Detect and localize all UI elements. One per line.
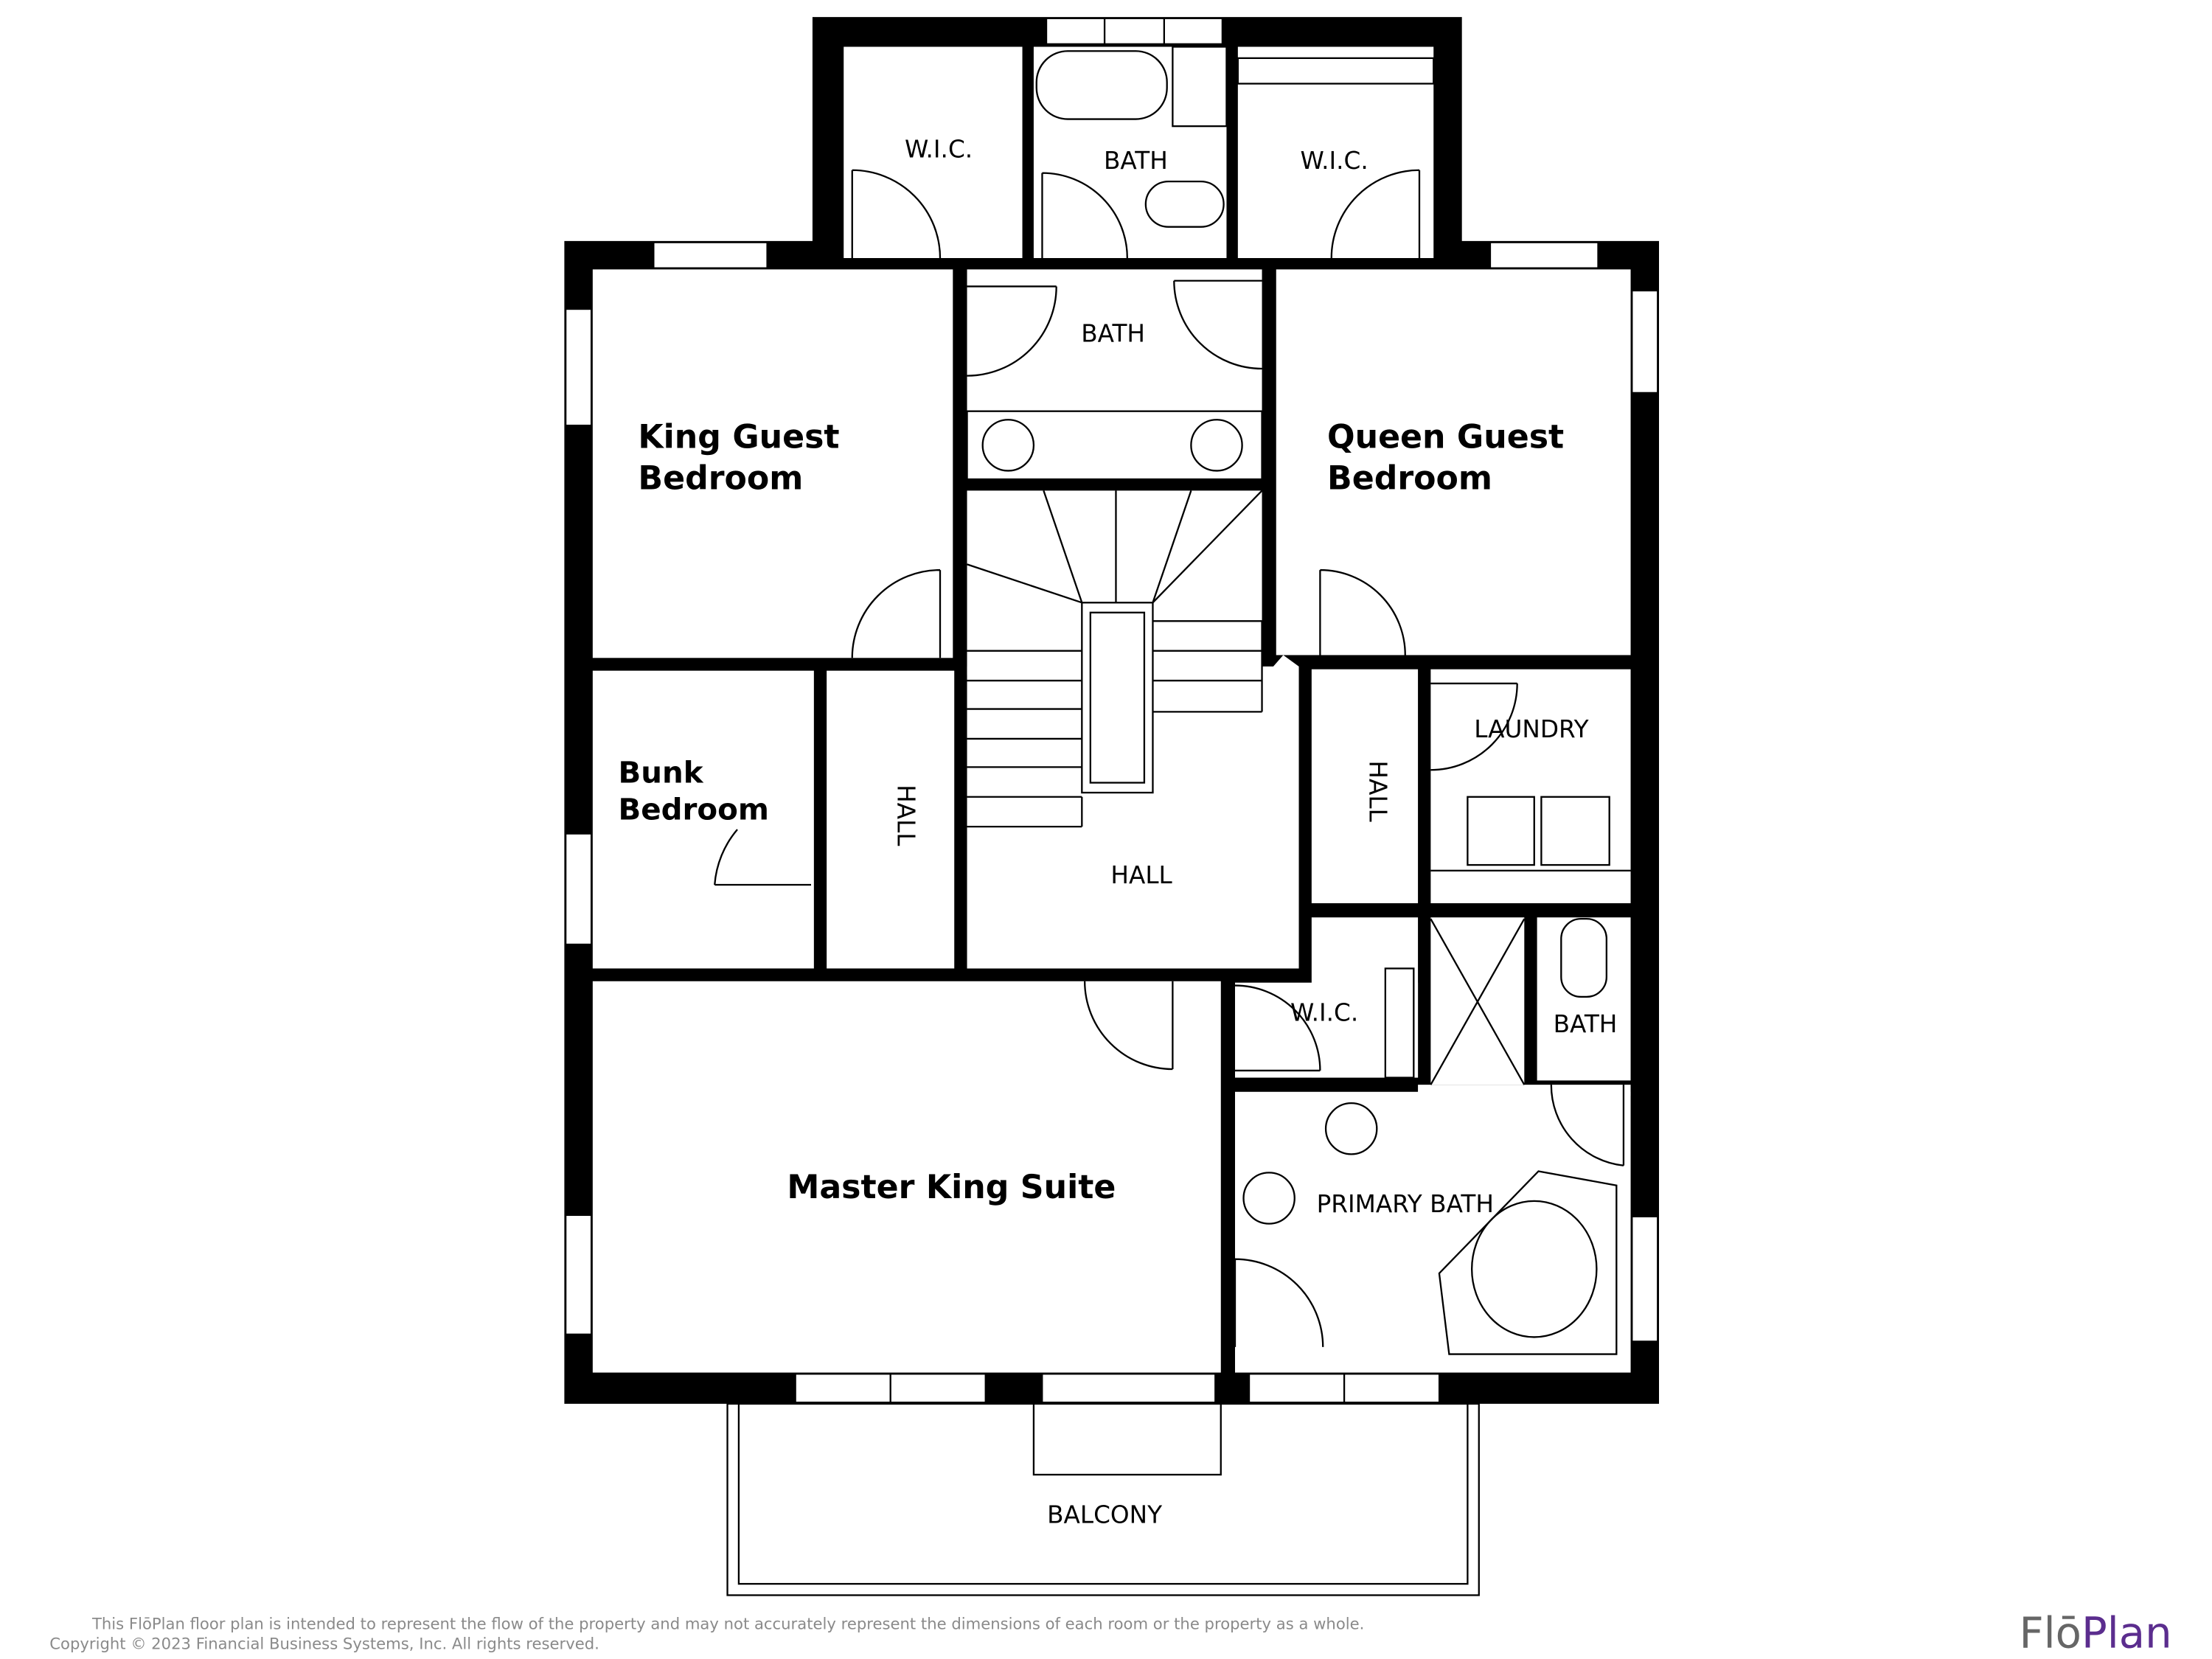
label-hall-right: HALL [1364, 760, 1392, 822]
balcony [726, 1402, 1480, 1596]
door-swings [714, 169, 1625, 1347]
fixtures [966, 46, 1631, 1355]
label-queen-guest-2: Bedroom [1327, 459, 1492, 497]
label-bath-mid: BATH [1081, 319, 1145, 347]
floplan-logo: FlōPlan [2019, 1608, 2171, 1658]
label-bath-small: BATH [1554, 1010, 1618, 1038]
windows [565, 18, 1659, 1403]
rooms [592, 46, 1631, 1373]
label-primary-bath: PRIMARY BATH [1317, 1190, 1494, 1218]
logo-part1: Flō [2019, 1608, 2081, 1658]
label-bath-top: BATH [1104, 147, 1168, 175]
label-laundry: LAUNDRY [1474, 715, 1589, 743]
label-wic-lower: W.I.C. [1290, 999, 1358, 1027]
staircase [967, 490, 1263, 828]
label-king-guest-1: King Guest [638, 419, 839, 456]
label-hall-left: HALL [891, 785, 919, 846]
label-wic-right: W.I.C. [1301, 147, 1368, 175]
svg-text:FlōPlan: FlōPlan [2019, 1608, 2171, 1658]
label-queen-guest-1: Queen Guest [1327, 419, 1564, 456]
label-balcony: BALCONY [1047, 1500, 1163, 1528]
logo-part2: Plan [2081, 1608, 2172, 1658]
disclaimer-text: This FlōPlan floor plan is intended to r… [91, 1615, 1364, 1633]
copyright-text: Copyright © 2023 Financial Business Syst… [49, 1635, 599, 1653]
label-master: Master King Suite [787, 1169, 1116, 1206]
label-bunk-2: Bedroom [618, 793, 769, 827]
label-king-guest-2: Bedroom [638, 459, 803, 497]
label-hall-center: HALL [1110, 861, 1172, 889]
label-bunk-1: Bunk [618, 756, 703, 790]
label-wic-left: W.I.C. [905, 135, 973, 163]
